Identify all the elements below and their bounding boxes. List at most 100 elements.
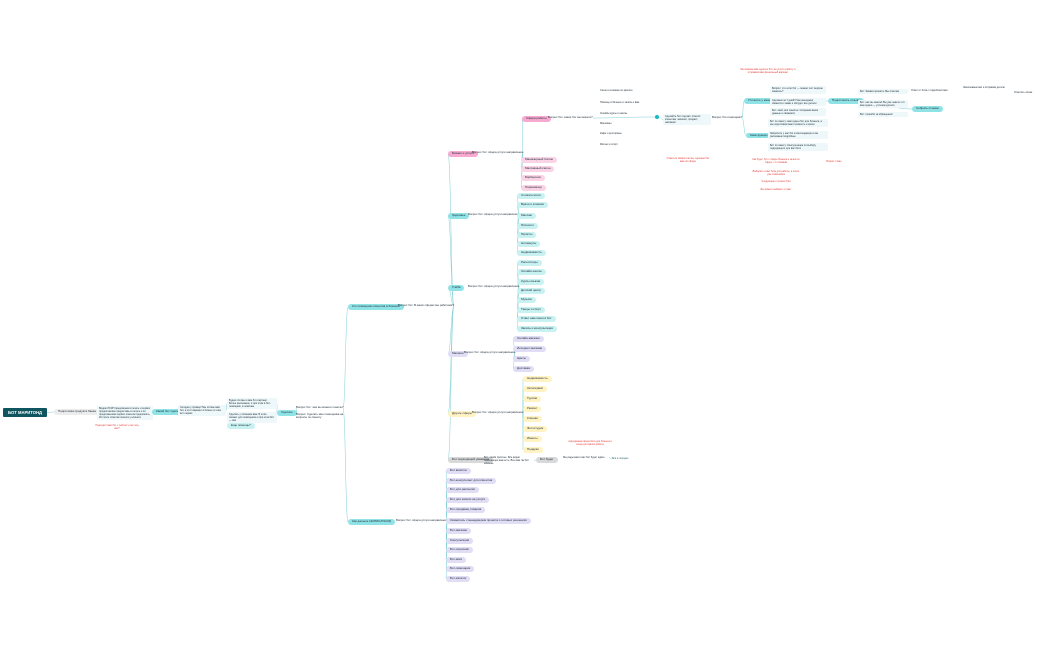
edu-8[interactable]: Запись и консультация — [517, 326, 557, 332]
bot-4[interactable]: Бот для записи на услуги — [446, 497, 490, 503]
other-2[interactable]: Автосервис — [523, 386, 548, 392]
edu-7[interactable]: Ответ нам пиши в бот — [517, 316, 556, 322]
sphere-opt-1[interactable]: Салон и клиника по красоте — [600, 89, 633, 92]
shop-2[interactable]: Интернет-магазин — [513, 346, 547, 352]
node-education[interactable]: Учёба — [448, 285, 465, 291]
node-intro-note[interactable]: Видим ЛСИП предлагаем в печать и сервис … — [97, 406, 153, 420]
node-which-bot[interactable]: Какой бот сделать — [152, 409, 186, 415]
root-node[interactable]: БОТ МАРИТОНД — [3, 408, 48, 417]
sphere-opt-4[interactable]: Магазины — [600, 122, 612, 125]
node-other-question[interactable]: Вопрос бот: сфера услуги направление — [472, 410, 524, 414]
node-fitting-answer[interactable]: Бот: окейя простые. Все видно подходящие… — [484, 456, 529, 465]
sphere-opt-6[interactable]: Фитнес и спорт — [600, 143, 618, 146]
node-sphere[interactable]: Сфера работы — [522, 116, 551, 122]
bot-2[interactable]: Бот-консультант для клиентов — [446, 478, 497, 484]
node-shop-question[interactable]: Вопрос бот: сфера услуги направление — [464, 350, 516, 354]
node-beauty-1[interactable]: Маникюрный Салон — [521, 157, 558, 163]
node-help[interactable]: Еще помощь? — [227, 423, 255, 429]
bot-7[interactable]: Бот-магазин — [446, 528, 472, 534]
bot-1[interactable]: Бот визитка — [446, 468, 471, 474]
func-note-2[interactable]: Запросите у нас бот в мессенджере и мы р… — [768, 131, 828, 139]
node-beauty[interactable]: Бизнес и услуги — [448, 151, 479, 157]
other-7[interactable]: Ивенты — [523, 436, 542, 442]
edu-3[interactable]: Курсы языков — [517, 279, 545, 285]
other-3[interactable]: Туризм — [523, 396, 541, 402]
bot-12[interactable]: Бот-каталог — [446, 576, 471, 582]
node-what-bot[interactable]: Вопрос бот-помощник? — [712, 115, 743, 119]
edu-5[interactable]: Музыка — [517, 297, 536, 303]
review-note-3[interactable]: Бот: спасибо за обращение! — [858, 112, 908, 117]
bot-8[interactable]: Консультация — [446, 538, 474, 544]
node-question-make[interactable]: Вопрос: Сделать мне помощника на вопросы… — [296, 412, 344, 420]
more-note-2[interactable]: Сделаем за 7 дней! Наш менеджер свяжется… — [770, 98, 826, 106]
review-final[interactable]: Записываем вас и отправим детали — [963, 86, 1005, 89]
node-beauty-question[interactable]: Вопрос бот: сфера услуги направление — [472, 150, 524, 154]
func-note-1[interactable]: Бот по пакету: вам нужен бот для бизнеса… — [768, 119, 828, 127]
health-2[interactable]: Врачи и клиники — [517, 202, 548, 208]
node-education-question[interactable]: Вопрос бот: сфера услуги направление — [468, 284, 520, 288]
bot-10[interactable]: Бот-квиз — [446, 557, 466, 563]
sphere-opt-3[interactable]: Онлайн-курсы и школы — [600, 112, 628, 115]
node-shop[interactable]: Магазин — [448, 351, 468, 357]
node-more[interactable]: Уточнить у менеджера — [744, 98, 784, 104]
more-note-3[interactable]: Бот: окей, всё понятно. Сохраним ваши да… — [770, 108, 826, 116]
node-prepare-reviews[interactable]: Подготовить отзывы — [828, 98, 865, 104]
shop-4[interactable]: Доставка — [513, 366, 534, 372]
sphere-opt-5[interactable]: Кафе и рестораны — [600, 132, 622, 135]
bot-5[interactable]: Бот-продавец товаров — [446, 507, 486, 513]
health-6[interactable]: Нотариусы — [517, 241, 541, 247]
review-note-2[interactable]: Бот: нас вы нашли! Вы уже знаете что вам… — [858, 100, 908, 108]
node-other[interactable]: Другие сферы — [448, 411, 476, 417]
review-later[interactable]: Ответить позже — [1014, 91, 1033, 94]
node-spheres-question[interactable]: Вопрос бот: В каких сферах мы работаем? — [398, 303, 454, 307]
health-7[interactable]: Недвижимость — [517, 250, 546, 256]
node-which-note[interactable]: Сегодня у пример! Мы готовы вам бот, в э… — [178, 405, 226, 416]
review-note-1[interactable]: Бот: Заявка принята. Мы ответим — [858, 89, 908, 94]
node-clients[interactable]: Кто помощник клиентов в бизнесе — [348, 304, 404, 310]
node-sphere-question[interactable]: Вопрос бот: какие бот вы можете? — [548, 115, 593, 119]
node-make[interactable]: Сделать — [277, 410, 297, 416]
more-note-1[interactable]: Вопрос: что если бот — можно тест версию… — [770, 86, 826, 94]
edu-4[interactable]: Детский центр — [517, 288, 545, 294]
bot-6[interactable]: Свяжитесь с менеджером проекта о готовых… — [446, 518, 531, 524]
bot-11[interactable]: Бот-помощник — [446, 566, 475, 572]
node-offer-note2[interactable]: Сделать у поможем вам. В этом сможет для… — [227, 412, 277, 423]
node-beauty-3[interactable]: Барбершоп — [521, 175, 546, 181]
node-offer-note[interactable]: Будем готовы и вам бот-партнер. Более ра… — [227, 398, 277, 409]
func-note-3[interactable]: Бот по пакету: Консультация по выбору по… — [768, 143, 828, 151]
node-health-question[interactable]: Вопрос бот: сфера услуги направление — [468, 212, 520, 216]
bot-9[interactable]: Бот-опросник — [446, 547, 473, 553]
node-which-functions[interactable]: Какие функции у бота — [746, 133, 784, 138]
node-signup-question[interactable]: Вопрос бот: сфера услуги направление — [396, 518, 448, 522]
health-3[interactable]: Массаж — [517, 213, 536, 219]
node-will-bot-note[interactable]: Мы рады вам и вас бот будет ждать — [563, 456, 605, 459]
node-fitting[interactable]: Бот подходящий уважения — [448, 457, 494, 463]
other-4[interactable]: Ремонт — [523, 406, 542, 412]
health-1[interactable]: Стоматология — [517, 193, 545, 199]
node-beauty-4[interactable]: Парикмахер — [521, 185, 547, 191]
node-beauty-2[interactable]: Массажный салон — [521, 166, 555, 172]
bot-3[interactable]: Бот для рассылки — [446, 487, 479, 493]
node-all-ok[interactable]: Всё в порядке — [612, 457, 629, 460]
node-signup[interactable]: Как дальше (ЗАПИСАТЬСЯ) — [348, 519, 396, 525]
node-will-bot[interactable]: Бот будет — [536, 457, 558, 463]
review-answer[interactable]: Ответ от бота с подробностями — [911, 89, 948, 92]
edu-1[interactable]: Репетиторы — [517, 260, 542, 266]
node-offer-bot[interactable]: Сделайте бот под вас: ответит клиентам, … — [663, 114, 711, 125]
shop-3[interactable]: Цветы — [513, 356, 530, 362]
sphere-opt-2[interactable]: Помощь в бизнесе и запись к вам — [600, 101, 640, 104]
node-health[interactable]: Здоровье — [448, 213, 470, 219]
edu-6[interactable]: Танцы и спорт — [517, 307, 546, 313]
other-1[interactable]: Недвижимость — [523, 376, 552, 382]
node-question-help[interactable]: Вопрос бот: чем вы можете помочь? — [296, 405, 344, 409]
other-5[interactable]: Клининг — [523, 416, 543, 422]
edu-2[interactable]: Онлайн школы — [517, 269, 546, 275]
node-collect-reviews[interactable]: Собрать отзывы — [912, 106, 943, 112]
health-5[interactable]: Юристы — [517, 232, 537, 238]
other-8[interactable]: Подарки — [523, 447, 543, 453]
health-4[interactable]: Психолог — [517, 223, 538, 229]
shop-1[interactable]: Онлайн-магазин — [513, 336, 544, 342]
other-6[interactable]: Фотостудия — [523, 426, 548, 432]
node-product[interactable]: Подготовка продукта банка — [54, 409, 100, 415]
